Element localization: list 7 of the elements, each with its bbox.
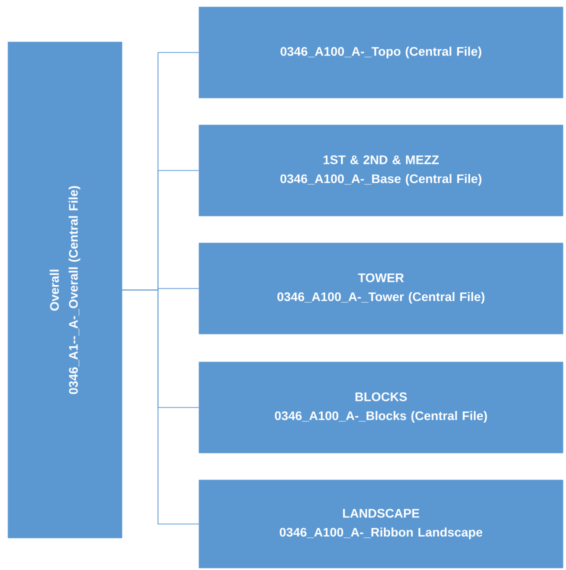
file-box: LANDSCAPE 0346_A100_A-_Ribbon Landscape xyxy=(198,480,564,568)
file-box: 1ST & 2ND & MEZZ 0346_A100_A-_Base (Central File) xyxy=(198,124,564,216)
file-box: TOWER 0346_A100_A-_Tower (Central File) xyxy=(198,242,564,334)
file-box: BLOCKS 0346_A100_A-_Blocks (Central File) xyxy=(198,362,564,454)
file-box: 0346_A100_A-_Topo (Central File) xyxy=(198,6,564,98)
file-box: Overall 0346_A1--_A-_Overall (Central File) xyxy=(8,42,122,538)
connector-line xyxy=(122,290,200,524)
